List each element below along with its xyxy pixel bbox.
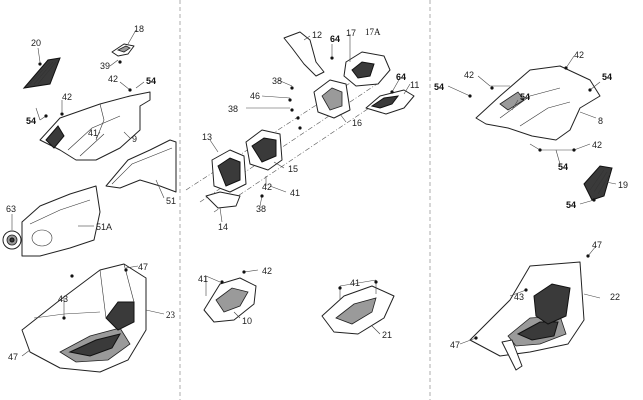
part-10-trim — [203, 277, 257, 323]
label-8: 8 — [598, 116, 603, 126]
label-54g: 54 — [566, 200, 576, 210]
part-20-vent-grille — [22, 57, 61, 89]
part-17-housing — [343, 51, 391, 87]
part-19-vent — [583, 165, 613, 201]
label-41c: 41 — [198, 274, 208, 284]
label-12: 12 — [312, 30, 322, 40]
label-17: 17 — [346, 28, 356, 38]
label-54c: 54 — [434, 82, 444, 92]
leader-lines — [11, 29, 617, 357]
label-64a: 64 — [330, 34, 340, 44]
label-42d: 42 — [262, 266, 272, 276]
label-41d: 41 — [350, 278, 360, 288]
part-22-footwell — [469, 261, 585, 371]
label-47d: 47 — [450, 340, 460, 350]
label-41b: 41 — [290, 188, 300, 198]
label-54d: 54 — [520, 92, 530, 102]
part-labels: 20 18 39 42 54 42 54 41 9 51 63 51A 47 4… — [6, 24, 628, 362]
label-64b: 64 — [396, 72, 406, 82]
label-13: 13 — [202, 132, 212, 142]
label-54f: 54 — [558, 162, 568, 172]
label-47b: 47 — [8, 352, 18, 362]
label-54a: 54 — [146, 76, 156, 86]
label-43a: 43 — [58, 294, 68, 304]
label-38c: 38 — [256, 204, 266, 214]
assembly-axis — [185, 69, 391, 213]
label-41a: 41 — [88, 128, 98, 138]
label-17a: 17A — [365, 27, 381, 37]
label-42g: 42 — [592, 140, 602, 150]
part-8-side-panel — [475, 65, 601, 141]
label-47a: 47 — [138, 262, 148, 272]
label-21: 21 — [382, 330, 392, 340]
label-18: 18 — [134, 24, 144, 34]
label-14: 14 — [218, 222, 228, 232]
label-38b: 38 — [228, 104, 238, 114]
label-9: 9 — [132, 134, 137, 144]
label-15: 15 — [288, 164, 298, 174]
label-51a: 51A — [96, 222, 112, 232]
part-63-round-fitting — [2, 230, 22, 250]
part-12-bracket-arm — [283, 31, 325, 77]
label-54e: 54 — [602, 72, 612, 82]
label-20: 20 — [31, 38, 41, 48]
label-11: 11 — [410, 80, 419, 90]
label-16: 16 — [352, 118, 362, 128]
label-42b: 42 — [62, 92, 72, 102]
part-11-side-trim — [365, 89, 415, 115]
fastener-dots — [38, 56, 596, 340]
part-23-footwell — [21, 263, 147, 373]
label-22: 22 — [610, 292, 620, 302]
part-51a-panel — [21, 185, 101, 257]
label-23: 23 — [166, 310, 176, 320]
label-63: 63 — [6, 204, 16, 214]
part-51-panel — [105, 139, 177, 193]
label-42a: 42 — [108, 74, 118, 84]
label-19: 19 — [618, 180, 628, 190]
label-42f: 42 — [464, 70, 474, 80]
part-9-side-panel — [39, 91, 151, 161]
label-51: 51 — [166, 196, 176, 206]
part-14-lower-trim — [205, 191, 241, 209]
label-10: 10 — [242, 316, 252, 326]
part-18-bracket — [111, 43, 135, 57]
label-42e: 42 — [574, 50, 584, 60]
part-16-center-panel — [313, 79, 351, 119]
label-39: 39 — [100, 61, 110, 71]
part-21-trim — [321, 285, 395, 335]
label-42c: 42 — [262, 182, 272, 192]
part-15-gauge-panel — [245, 129, 283, 171]
label-54b: 54 — [26, 116, 36, 126]
label-46: 46 — [250, 91, 260, 101]
label-43b: 43 — [514, 292, 524, 302]
label-47c: 47 — [592, 240, 602, 250]
label-38a: 38 — [272, 76, 282, 86]
part-13-dash-base — [211, 149, 247, 193]
